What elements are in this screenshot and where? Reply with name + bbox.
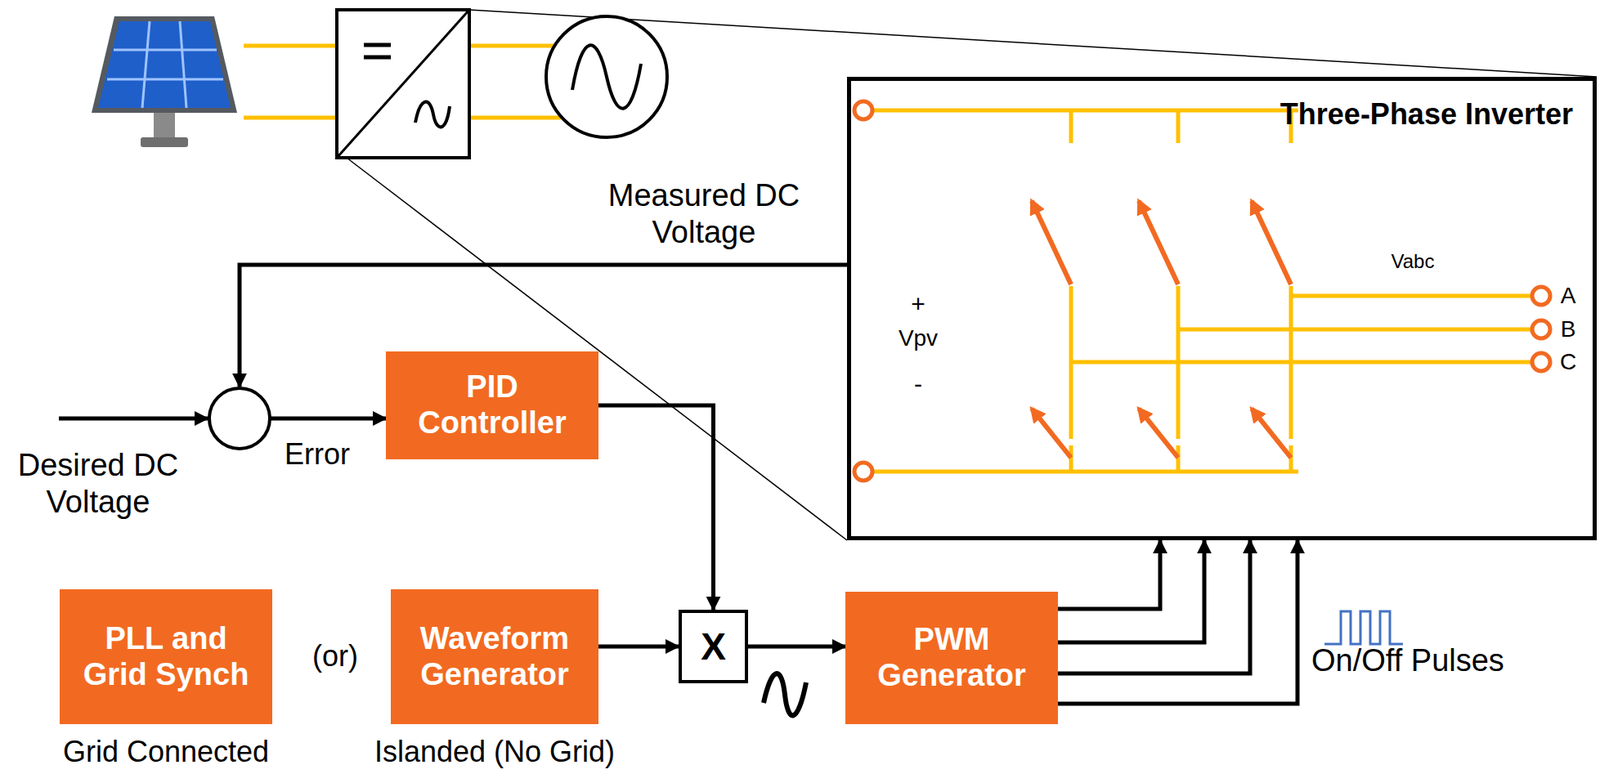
ac-source: [546, 16, 668, 138]
phase-label: B: [1555, 315, 1581, 343]
pll-box: PLL and Grid Synch: [59, 589, 273, 725]
signal-arrow: [1057, 540, 1251, 674]
box-label: PID Controller: [395, 369, 589, 441]
signal-label: Error: [259, 437, 375, 472]
signal-arrow: [1057, 540, 1205, 643]
box-title: Three-Phase Inverter: [1280, 97, 1574, 132]
solar-panel: [91, 16, 238, 148]
phase-label: C: [1555, 348, 1581, 376]
inverter-symbol: [336, 9, 470, 158]
phase-label: A: [1555, 282, 1581, 310]
zoom-line: [346, 157, 848, 541]
signal-arrow: [598, 405, 714, 610]
mode-label: Grid Connected: [35, 735, 297, 770]
signal-arrow: [748, 645, 846, 650]
sine-glyph: [763, 673, 807, 716]
signal-label: Desired DC Voltage: [4, 447, 193, 521]
signal-arrow: [1057, 540, 1161, 610]
box-label: PLL and Grid Synch: [69, 621, 263, 693]
box-label: Waveform Generator: [400, 621, 589, 693]
inverter-box: Three-Phase Inverter: [847, 76, 1597, 541]
box-label: X: [700, 624, 727, 669]
signal-arrow: [1057, 540, 1298, 704]
signal-arrow: [598, 645, 679, 650]
terminal-label: -: [901, 369, 935, 399]
box-label: PWM Generator: [855, 622, 1049, 694]
multiplier-box: X: [678, 609, 749, 684]
pwm-box: PWM Generator: [845, 591, 1058, 725]
pid-box: PID Controller: [385, 351, 599, 460]
signal-label: Measured DC Voltage: [593, 177, 815, 251]
waveform-box: Waveform Generator: [390, 589, 599, 725]
note-label: (or): [298, 639, 372, 674]
pulse-icon: [1324, 611, 1403, 645]
signal-label: On/Off Pulses: [1311, 642, 1505, 680]
voltage-label: Vpv: [885, 324, 951, 352]
mode-label: Islanded (No Grid): [347, 735, 642, 770]
terminal-label: +: [901, 289, 935, 319]
voltage-label: Vabc: [1375, 250, 1450, 274]
bridge-circuit: [854, 101, 1551, 481]
